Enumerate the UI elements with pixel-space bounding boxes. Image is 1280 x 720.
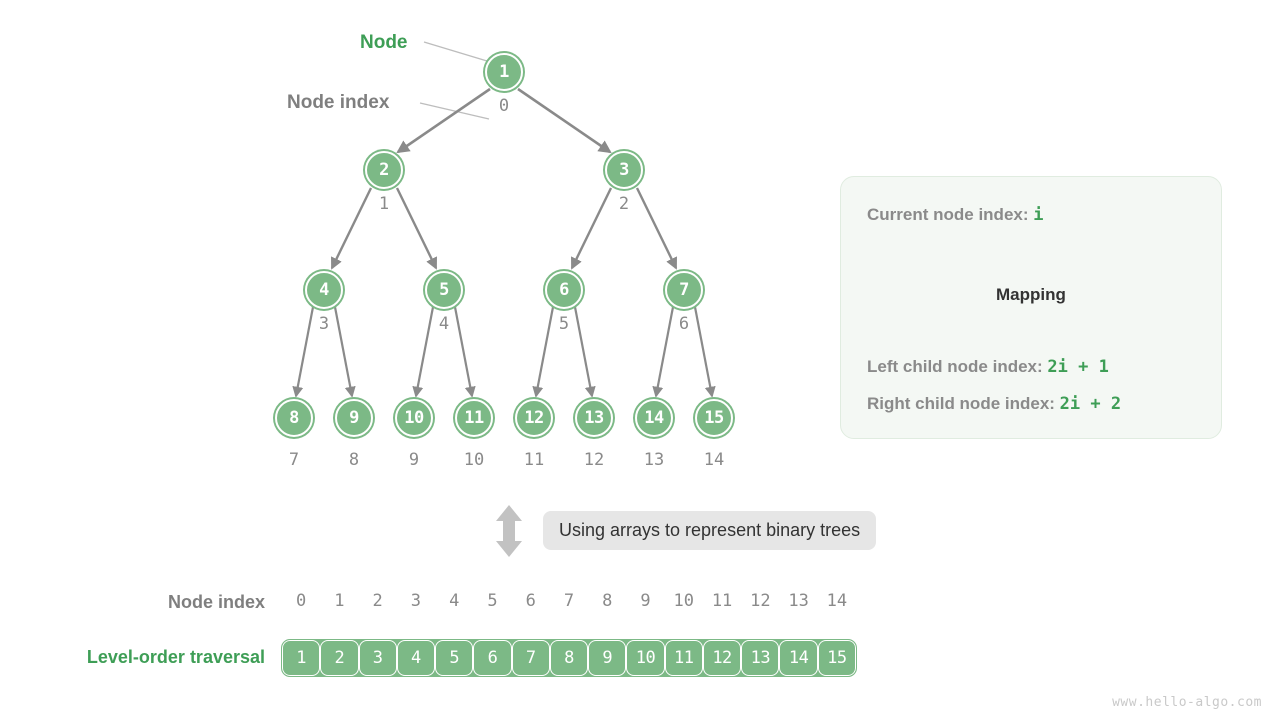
tree-node: 12	[515, 399, 553, 437]
tree-node-index-label: 11	[523, 450, 545, 470]
array-index-cell: 11	[711, 591, 733, 611]
right-child-index-text: Right child node index:	[867, 394, 1060, 413]
array-cell: 1	[282, 640, 321, 676]
current-node-index-text: Current node index:	[867, 205, 1034, 224]
annotation-node-index-label: Node index	[287, 92, 390, 113]
right-child-index-value: 2i + 2	[1059, 394, 1122, 414]
array-index-cell: 1	[334, 591, 345, 611]
array-index-cell: 4	[449, 591, 460, 611]
array-index-cell: 14	[826, 591, 848, 611]
array-index-cell: 8	[602, 591, 613, 611]
left-child-index-line: Left child node index: 2i + 1	[867, 357, 1109, 377]
array-cell: 15	[817, 640, 856, 676]
annotation-node-label: Node	[360, 32, 408, 53]
array-cell: 4	[396, 640, 436, 676]
left-child-index-value: 2i + 1	[1047, 357, 1109, 377]
array-cell: 13	[741, 640, 780, 676]
array-cell: 12	[702, 640, 742, 676]
tree-node: 3	[605, 151, 643, 189]
tree-node: 13	[575, 399, 613, 437]
mapping-label: Mapping	[996, 285, 1066, 304]
array-index-cell: 10	[673, 591, 695, 611]
tree-node: 4	[305, 271, 343, 309]
array-index-cell: 2	[372, 591, 383, 611]
tree-node-index-label: 12	[583, 450, 605, 470]
array-cell: 2	[320, 640, 359, 676]
array-cell: 8	[549, 640, 589, 676]
array-cell: 3	[358, 640, 397, 676]
tree-node: 15	[695, 399, 733, 437]
array-index-cell: 13	[788, 591, 809, 611]
array-index-row-label: Node index	[167, 592, 265, 612]
tree-node-index-label: 14	[703, 450, 725, 470]
array-representation-caption: Using arrays to represent binary trees	[543, 511, 877, 550]
tree-node-index-label: 4	[438, 314, 450, 334]
array-index-cell: 3	[410, 591, 422, 611]
current-node-index-line: Current node index: i	[867, 205, 1043, 225]
tree-node-index-label: 13	[643, 450, 665, 470]
tree-node: 6	[545, 271, 583, 309]
array-cell: 9	[588, 640, 627, 676]
array-index-cell: 9	[640, 591, 651, 611]
left-child-index-text: Left child node index:	[867, 357, 1048, 376]
tree-node-index-label: 2	[618, 194, 630, 214]
array-cell: 7	[511, 640, 550, 676]
tree-node: 10	[395, 399, 433, 437]
leader-line-node	[423, 41, 488, 62]
tree-edge	[396, 87, 491, 154]
tree-node-index-label: 7	[288, 450, 300, 470]
array-cell: 5	[435, 640, 474, 676]
array-index-cell: 7	[563, 591, 575, 611]
array-cell: 6	[473, 640, 512, 676]
tree-node-index-label: 10	[463, 450, 485, 470]
tree-node-index-label: 0	[498, 96, 510, 116]
tree-node-index-label: 5	[558, 314, 570, 334]
array-cell: 11	[664, 640, 703, 676]
array-cell: 10	[626, 640, 665, 676]
tree-edge	[517, 87, 612, 154]
tree-node: 8	[275, 399, 313, 437]
current-node-index-value: i	[1033, 205, 1044, 225]
tree-node-index-label: 1	[378, 194, 390, 214]
array-index-cell: 6	[525, 591, 536, 611]
watermark: www.hello-algo.com	[1112, 695, 1262, 710]
tree-node-index-label: 3	[318, 314, 330, 334]
tree-node: 7	[665, 271, 703, 309]
tree-node: 2	[365, 151, 403, 189]
tree-node: 9	[335, 399, 373, 437]
tree-node: 1	[485, 53, 523, 91]
tree-node: 11	[455, 399, 493, 437]
array-index-cell: 5	[487, 591, 498, 611]
tree-node: 5	[425, 271, 463, 309]
right-child-index-line: Right child node index: 2i + 2	[867, 394, 1121, 414]
leader-line-node-index	[419, 102, 490, 120]
array-index-cell: 0	[296, 591, 307, 611]
tree-node-index-label: 9	[408, 450, 420, 470]
tree-node-index-label: 8	[348, 450, 360, 470]
mapping-info-box: Current node index: i Mapping Left child…	[840, 176, 1222, 439]
double-arrow-icon	[496, 505, 522, 557]
array-index-cell: 12	[750, 591, 771, 611]
array-values-row-label: Level-order traversal	[86, 647, 265, 667]
array-cell: 14	[779, 640, 818, 676]
tree-node: 14	[635, 399, 673, 437]
tree-node-index-label: 6	[678, 314, 690, 334]
